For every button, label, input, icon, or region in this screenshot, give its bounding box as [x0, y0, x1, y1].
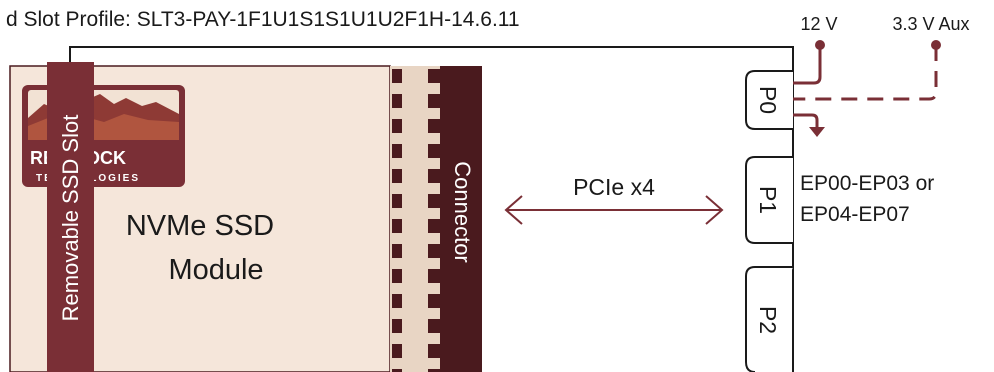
- pcie-label: PCIe x4: [573, 174, 655, 200]
- module-label-line1: NVMe SSD: [126, 210, 274, 242]
- slot-label: Removable SSD Slot: [58, 115, 83, 322]
- port-p0: P0: [745, 70, 793, 130]
- connector-pin-left: [392, 69, 402, 83]
- connector-pin-left: [392, 269, 402, 283]
- connector-label: Connector: [450, 161, 475, 263]
- connector-pin-right: [428, 269, 440, 283]
- power-33v-label: 3.3 V Aux: [892, 14, 969, 34]
- connector-pins: [392, 69, 440, 372]
- p0-output-arrow: [793, 113, 819, 128]
- connector-pin-right: [428, 69, 440, 83]
- connector-pin-right: [428, 344, 440, 358]
- connector-pin-left: [392, 119, 402, 133]
- connector-pin-left: [392, 244, 402, 258]
- connector-pin-left: [392, 319, 402, 333]
- connector-pin-right: [428, 319, 440, 333]
- connector: [390, 66, 482, 372]
- connector-pin-right: [428, 369, 440, 372]
- connector-pin-right: [428, 194, 440, 208]
- port-p1-label: P1: [755, 186, 781, 214]
- connector-pin-right: [428, 169, 440, 183]
- power-12v-label: 12 V: [800, 14, 837, 34]
- connector-pin-left: [392, 294, 402, 308]
- port-p1: P1: [745, 156, 793, 244]
- connector-pin-left: [392, 369, 402, 372]
- connector-pin-right: [428, 94, 440, 108]
- connector-pin-left: [392, 94, 402, 108]
- port-p2-label: P2: [755, 306, 781, 334]
- connector-pin-right: [428, 244, 440, 258]
- power-33v-line: [793, 45, 938, 101]
- port-p0-label: P0: [755, 86, 781, 114]
- connector-pin-left: [392, 144, 402, 158]
- connector-pin-right: [428, 294, 440, 308]
- port-p2: P2: [745, 266, 793, 372]
- power-12v-line: [793, 45, 822, 85]
- connector-pin-left: [392, 219, 402, 233]
- connector-pin-right: [428, 119, 440, 133]
- connector-pin-left: [392, 344, 402, 358]
- connector-pin-left: [392, 194, 402, 208]
- removable-slot-bar: [47, 62, 94, 372]
- module-label-line2: Module: [168, 254, 263, 286]
- connector-pin-right: [428, 219, 440, 233]
- endpoints-line2: EP04-EP07: [800, 203, 910, 226]
- red-rock-logo: RED ROCK TECHNOLOGIES: [22, 85, 185, 187]
- profile-title: d Slot Profile: SLT3-PAY-1F1U1S1S1U1U2F1…: [6, 8, 520, 31]
- connector-pin-right: [428, 144, 440, 158]
- connector-pin-left: [392, 169, 402, 183]
- endpoints-line1: EP00-EP03 or: [800, 172, 934, 195]
